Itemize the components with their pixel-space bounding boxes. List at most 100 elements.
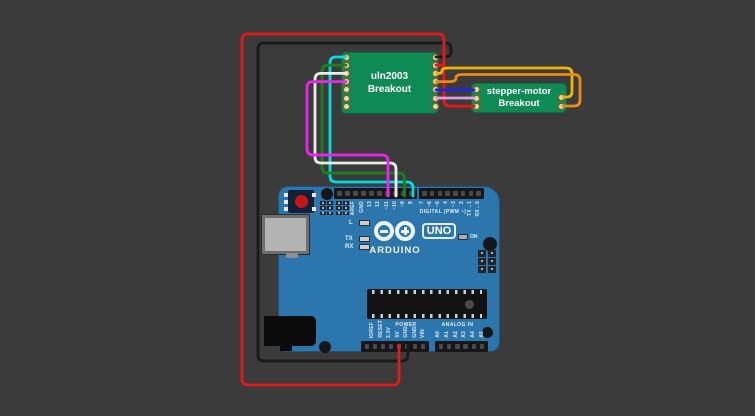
hdr-an-socket-4[interactable] [463, 344, 468, 349]
header-pad[interactable] [320, 206, 326, 211]
on-led [458, 234, 468, 240]
hdr-dl-socket-6[interactable] [377, 191, 382, 196]
hdr-pw-socket-1[interactable] [364, 344, 370, 349]
pin-label-33V: 3.3V [386, 326, 393, 338]
hdr-dr-socket-5[interactable] [453, 191, 458, 196]
pin-label-IOREF: IOREF [369, 321, 376, 338]
hdr-dl-socket-2[interactable] [345, 191, 350, 196]
digital-header-right[interactable] [419, 188, 484, 199]
hdr-an-socket-5[interactable] [471, 344, 477, 349]
led-rx-label: RX [345, 244, 354, 250]
reset-pad [284, 200, 288, 204]
arduino-logo-icon [395, 221, 415, 241]
stepper-motor-breakout-board[interactable]: stepper-motor Breakout [471, 83, 567, 113]
power-jack [264, 316, 316, 346]
digital-header-label: DIGITAL (PWM ~) [419, 209, 467, 215]
hdr-an-socket-3[interactable] [455, 344, 460, 349]
hdr-dl-socket-5[interactable] [369, 191, 374, 196]
analog-header-label: ANALOG IN [441, 322, 474, 328]
header-pad[interactable] [487, 258, 496, 265]
wire-gnd[interactable] [256, 41, 453, 363]
hdr-dr-socket-7[interactable] [468, 191, 474, 196]
stepper-right-pin-2[interactable] [558, 103, 564, 109]
pin-label-13: 13 [366, 201, 373, 207]
header-pad[interactable] [336, 211, 342, 216]
reset-button[interactable] [295, 195, 308, 208]
header-pad[interactable] [487, 250, 496, 257]
mounting-hole [321, 188, 333, 200]
hdr-dl-socket-3[interactable] [353, 191, 358, 196]
uln2003-title-line2: Breakout [367, 84, 412, 95]
uln2003-breakout-board[interactable]: uln2003 Breakout [341, 52, 438, 114]
header-pad[interactable] [320, 201, 326, 205]
wire-coil-b[interactable] [434, 73, 582, 108]
icsp-header-2[interactable] [336, 201, 349, 216]
stepper-left-pin-2[interactable] [473, 95, 479, 101]
hdr-dl-socket-10[interactable] [409, 191, 414, 196]
header-pad[interactable] [478, 250, 486, 257]
header-pad[interactable] [343, 201, 349, 205]
wire-coil-a[interactable] [434, 66, 574, 99]
header-pad[interactable] [343, 211, 349, 216]
header-pad[interactable] [336, 206, 342, 211]
hdr-dl-socket-4[interactable] [361, 191, 366, 196]
header-pad[interactable] [327, 211, 333, 216]
hdr-pw-socket-8[interactable] [420, 344, 426, 349]
on-led-label: ON [470, 234, 478, 240]
uln2003-left-pin-6[interactable] [343, 95, 349, 101]
header-pad[interactable] [320, 211, 326, 216]
wire-in3[interactable] [313, 72, 398, 198]
hdr-dr-socket-8[interactable] [476, 191, 481, 196]
pin-label-RESET: RESET [377, 320, 384, 338]
pin-label-A4: A4 [470, 331, 477, 338]
header-pad[interactable] [336, 201, 342, 205]
uln2003-right-pin-7[interactable] [432, 103, 438, 109]
wire-in4[interactable] [305, 80, 390, 198]
usb-connector-tab [286, 253, 298, 258]
hdr-an-socket-6[interactable] [479, 344, 485, 349]
uln2003-left-pin-7[interactable] [343, 103, 349, 109]
stepper-right-pin-1[interactable] [558, 94, 564, 100]
power-header[interactable] [361, 341, 429, 352]
hdr-an-socket-1[interactable] [438, 344, 444, 349]
hdr-pw-socket-3[interactable] [380, 344, 386, 349]
mounting-hole [319, 341, 331, 353]
pin-label-5V: 5V [394, 331, 401, 338]
uln2003-left-pin-5[interactable] [343, 87, 349, 93]
hdr-dr-socket-4[interactable] [445, 191, 450, 196]
hdr-dr-socket-2[interactable] [429, 191, 435, 196]
icsp-header-right[interactable] [478, 250, 496, 273]
pin-label-5: ~5 [434, 201, 441, 208]
usb-connector [262, 215, 309, 254]
icsp-header-1[interactable] [320, 201, 333, 216]
hdr-pw-socket-4[interactable] [388, 344, 394, 349]
stepper-left-pin-3[interactable] [473, 103, 479, 109]
hdr-pw-socket-7[interactable] [412, 344, 418, 349]
pin-label-7: 7 [418, 201, 425, 204]
header-pad[interactable] [487, 266, 496, 273]
logo-plus-icon [403, 227, 407, 235]
atmega-chip [367, 289, 487, 319]
hdr-an-socket-2[interactable] [446, 344, 452, 349]
hdr-dr-socket-6[interactable] [460, 191, 466, 196]
wire-in2[interactable] [320, 63, 406, 198]
header-pad[interactable] [478, 258, 486, 265]
hdr-dr-socket-3[interactable] [437, 191, 443, 196]
stepper-title-line1: stepper-motor [486, 86, 552, 98]
chip-indent [465, 299, 474, 309]
reset-pad [284, 207, 288, 211]
header-pad[interactable] [327, 206, 333, 211]
wire-5v[interactable] [240, 32, 476, 387]
pin-label-10: ~10 [391, 201, 398, 211]
header-pad[interactable] [478, 266, 486, 273]
hdr-dl-socket-1[interactable] [337, 191, 342, 196]
hdr-pw-socket-2[interactable] [372, 344, 378, 349]
hdr-dr-socket-1[interactable] [422, 191, 427, 196]
header-pad[interactable] [343, 206, 349, 211]
header-pad[interactable] [327, 201, 333, 205]
wire-in1[interactable] [328, 55, 415, 198]
stepper-left-pin-1[interactable] [473, 87, 479, 93]
analog-header[interactable] [435, 341, 488, 352]
pin-label-A3: A3 [461, 331, 468, 338]
